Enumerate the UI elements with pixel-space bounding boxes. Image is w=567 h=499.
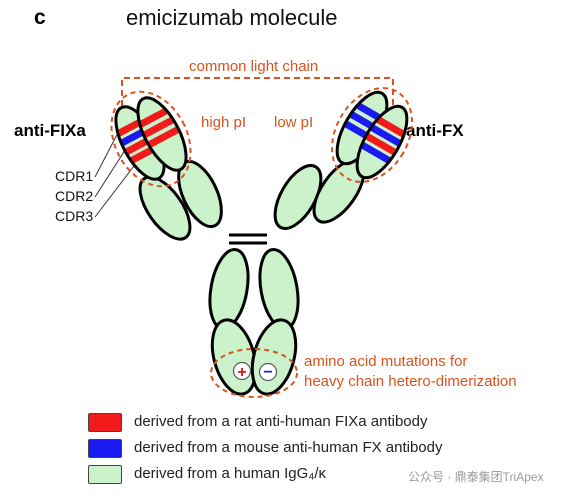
cdr1-label: CDR1	[55, 168, 93, 184]
common-light-chain-label: common light chain	[189, 58, 318, 75]
mutation-region-outline	[210, 348, 298, 398]
cdr2-leader-line	[94, 143, 130, 198]
cdr3-label: CDR3	[55, 208, 93, 224]
common-light-chain-bracket	[121, 77, 394, 106]
cdr1-leader-line	[94, 126, 122, 178]
positive-charge-icon	[232, 361, 252, 381]
negative-charge-sign: −	[263, 364, 272, 381]
legend-swatch-blue	[88, 439, 122, 458]
high-pi-label: high pI	[201, 114, 246, 131]
legend-text-rat: derived from a rat anti-human FIXa antib…	[134, 413, 428, 430]
panel-letter: c	[34, 6, 46, 29]
high-pi-region-outline	[110, 90, 192, 188]
low-pi-label: low pI	[274, 114, 313, 131]
mutations-label-line1: amino acid mutations for	[304, 353, 467, 370]
diagram-title: emicizumab molecule	[126, 5, 338, 30]
negative-charge-icon	[258, 362, 278, 382]
right-ch1-domain	[273, 164, 323, 230]
low-pi-region-outline	[331, 87, 413, 183]
legend-swatch-red	[88, 413, 122, 432]
watermark: 公众号 · 鼎泰集团TriApex	[408, 470, 544, 484]
legend-swatch-green	[88, 465, 122, 484]
left-cl-domain	[138, 175, 192, 241]
anti-fixa-label: anti-FIXa	[14, 121, 86, 140]
positive-charge-sign: +	[237, 364, 246, 381]
anti-fx-label: anti-FX	[406, 121, 464, 140]
legend-text-human: derived from a human IgG₄/κ	[134, 465, 327, 482]
mutations-label-line2: heavy chain hetero-dimerization	[304, 373, 517, 390]
legend-text-mouse: derived from a mouse anti-human FX antib…	[134, 439, 443, 456]
cdr2-label: CDR2	[55, 188, 93, 204]
